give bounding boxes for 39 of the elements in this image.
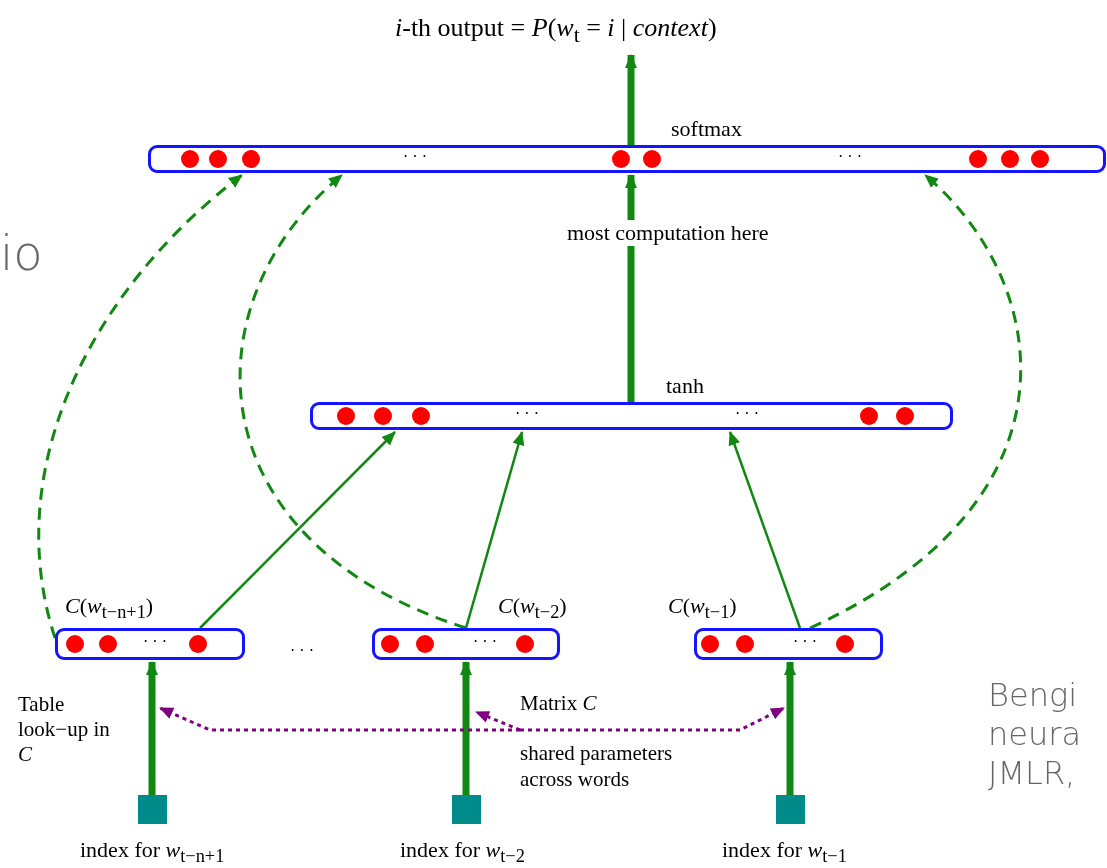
formula-text: i-th output = P(w$_{t}$ = i | context) <box>395 8 875 50</box>
ellipsis: · · · <box>838 149 862 165</box>
arrow <box>238 173 467 630</box>
ellipsis: · · · <box>793 634 817 650</box>
arrow <box>464 431 525 629</box>
ellipsis: · · · <box>473 634 497 650</box>
layer-label: C(w$_{t−1}$) <box>668 593 737 625</box>
note-text: · · · <box>290 641 315 661</box>
slide-text: Bengi <box>988 676 1078 715</box>
slide-text: JMLR, <box>988 754 1077 793</box>
leader-line <box>520 706 785 732</box>
ellipsis: · · · <box>515 406 539 422</box>
arrow <box>460 661 472 795</box>
arrow <box>625 54 637 145</box>
leader-line <box>475 710 521 732</box>
index-label: index for w$_{t−n+1}$ <box>80 837 225 868</box>
leader-line <box>159 706 520 732</box>
edge-label: most computation here <box>565 220 771 246</box>
ellipsis: · · · <box>735 406 759 422</box>
arrow <box>784 661 796 795</box>
ellipsis: · · · <box>143 634 167 650</box>
arrow <box>37 173 243 639</box>
arrow <box>146 661 158 795</box>
annotation-text: shared parameters across words <box>520 740 674 792</box>
layer-label: tanh <box>666 373 704 399</box>
note-text: Table look−up in C <box>18 692 111 768</box>
arrow <box>809 173 1022 630</box>
index-label: index for w$_{t−1}$ <box>722 837 847 868</box>
layer-label: C(w$_{t−2}$) <box>498 593 567 625</box>
slide-text: neura <box>988 715 1082 754</box>
slide-text: io <box>0 225 44 283</box>
annotation-text: Matrix C <box>520 690 598 716</box>
layer-label: C(w$_{t−n+1}$) <box>65 593 154 625</box>
ellipsis: · · · <box>403 149 427 165</box>
arrow <box>199 431 396 629</box>
arrow <box>728 431 802 629</box>
arrow <box>625 174 637 402</box>
layer-label: softmax <box>671 116 742 142</box>
index-label: index for w$_{t−2}$ <box>400 837 525 868</box>
